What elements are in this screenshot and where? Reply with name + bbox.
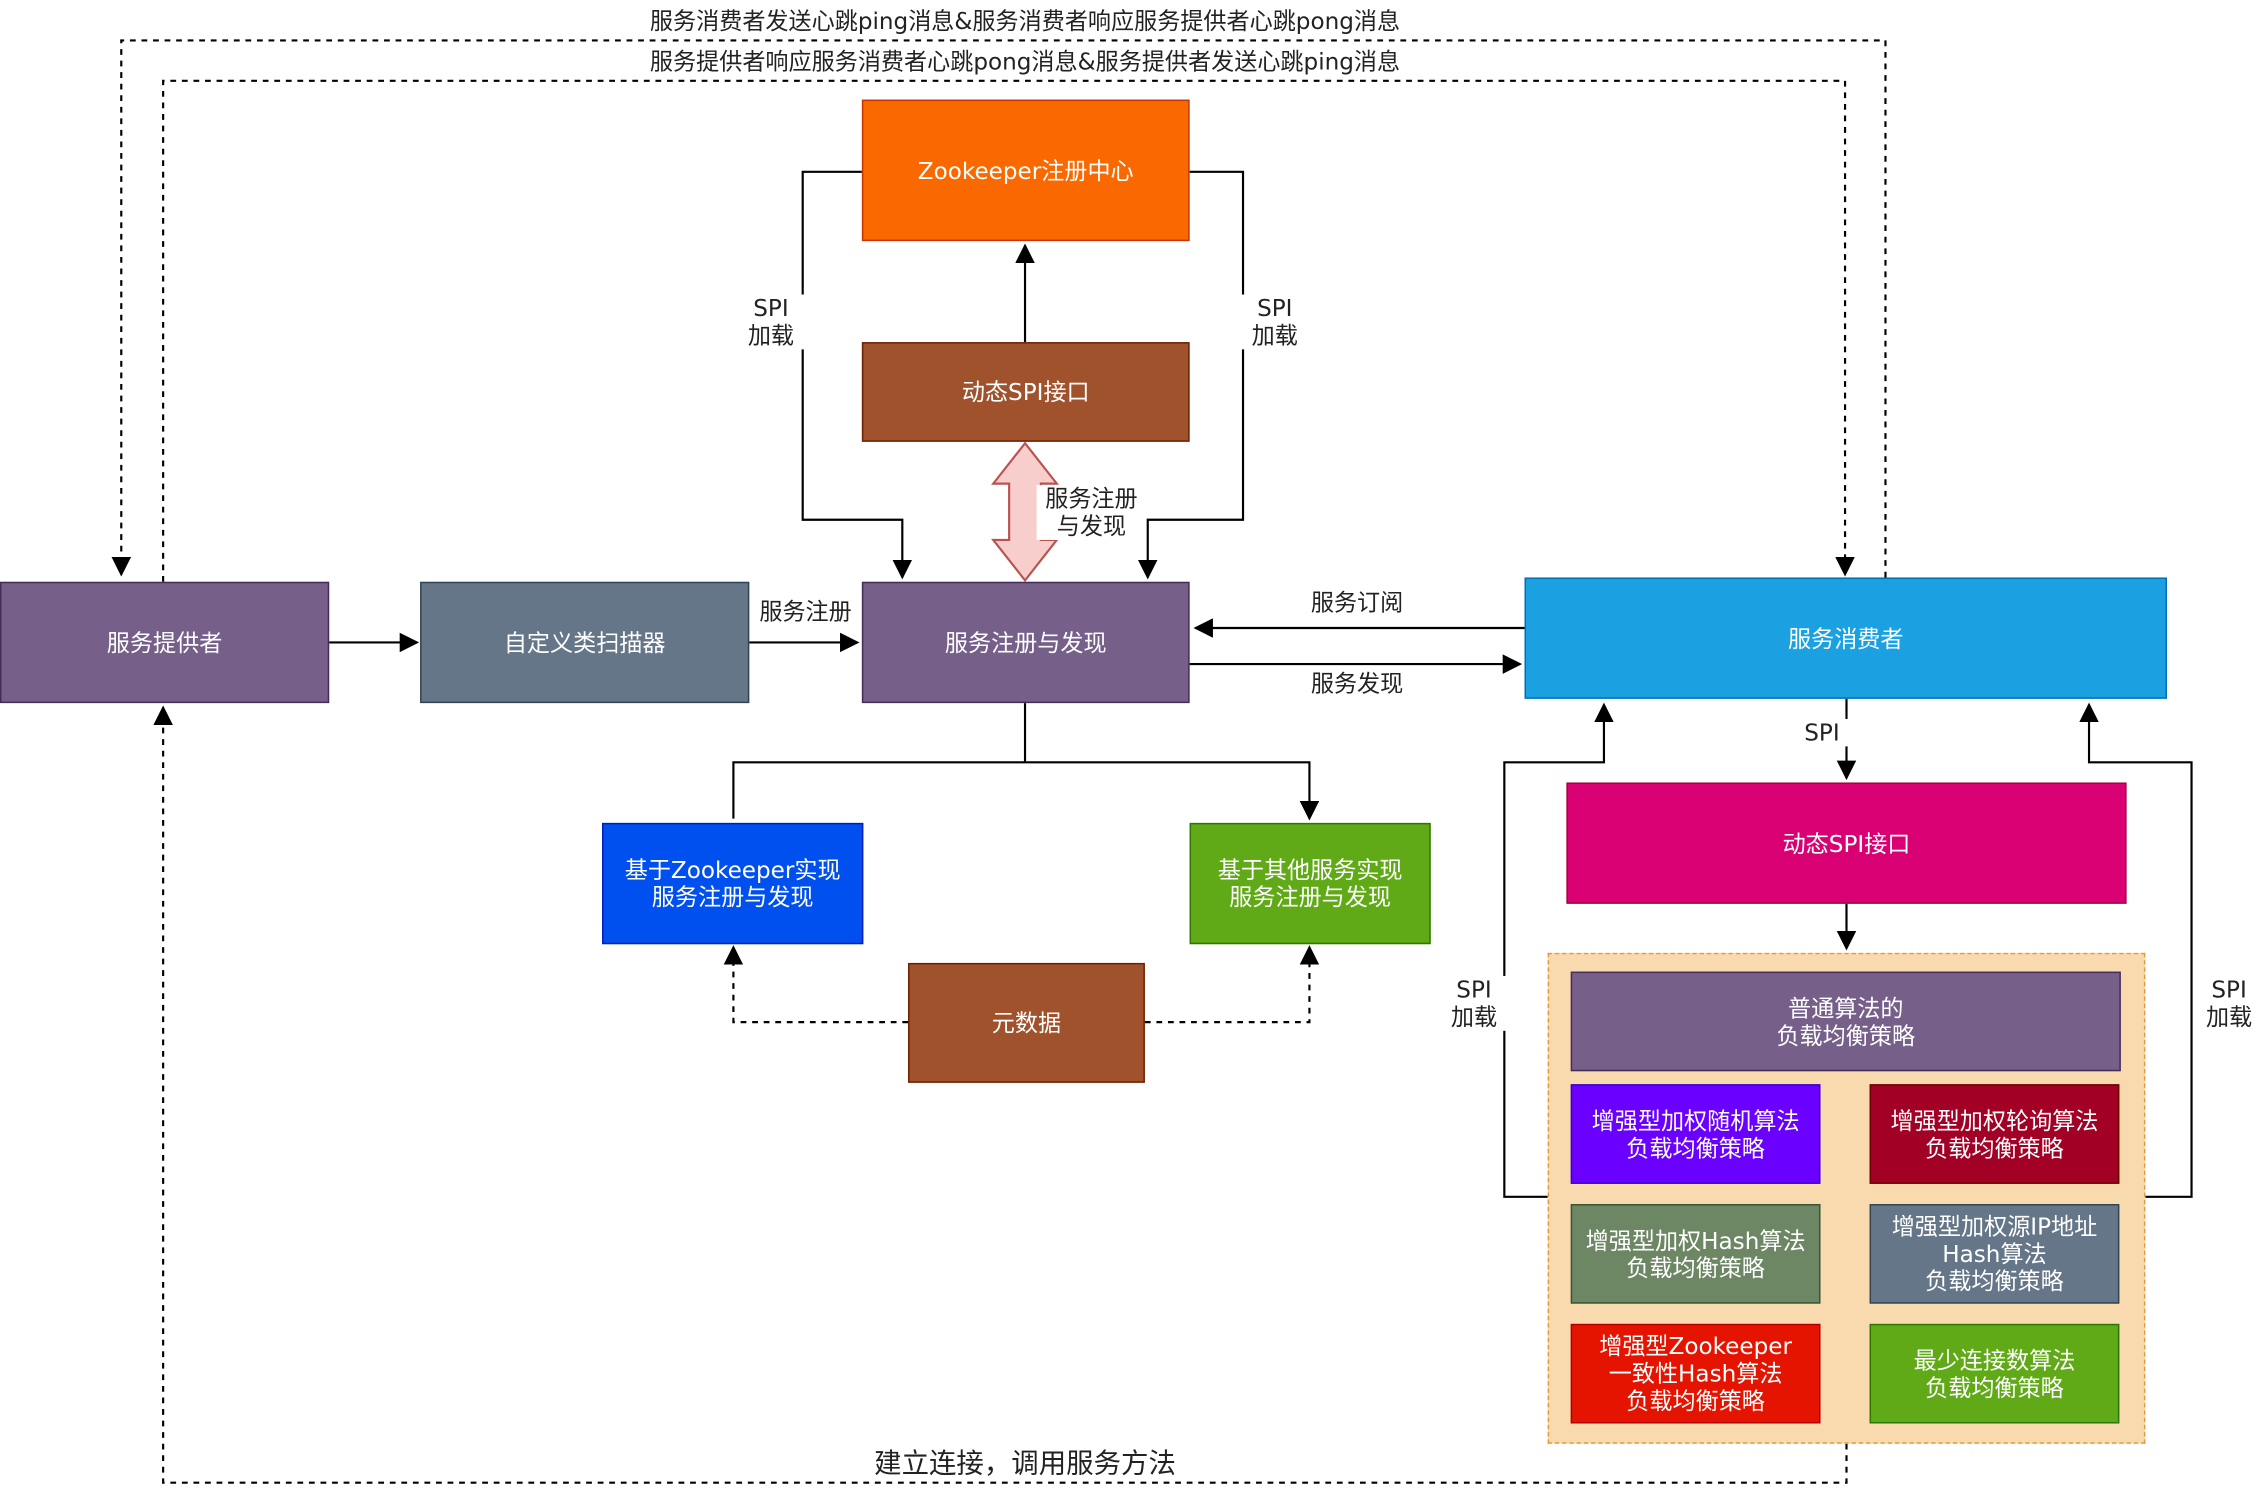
heartbeat-second-label: 服务提供者响应服务消费者心跳pong消息&服务提供者发送心跳ping消息 — [649, 47, 1401, 76]
edge-connect-invoke — [153, 705, 1848, 1484]
edge-metadata-other — [1144, 945, 1320, 1024]
spi-load-consumer-right-label: SPI 加载 — [2194, 975, 2258, 1031]
dynamic-spi-top-node: 动态SPI接口 — [861, 342, 1190, 442]
class-scanner-node: 自定义类扫描器 — [420, 581, 750, 704]
metadata-node: 元数据 — [908, 962, 1145, 1083]
heartbeat-line-inner — [162, 79, 1855, 582]
spi-load-right-label: SPI 加载 — [1237, 294, 1313, 350]
lb-weighted-hash-node: 增强型加权Hash算法 负载均衡策略 — [1570, 1204, 1821, 1304]
edge-spi-left — [801, 170, 913, 580]
service-subscribe-label: 服务订阅 — [1310, 589, 1404, 617]
spi-load-consumer-left-label: SPI 加载 — [1439, 975, 1509, 1031]
lb-weighted-source-ip-node: 增强型加权源IP地址 Hash算法 负载均衡策略 — [1869, 1204, 2120, 1304]
heartbeat-line-outer — [111, 39, 1887, 578]
register-discover-label: 服务注册 与发现 — [1036, 485, 1147, 540]
service-register-label: 服务注册 — [750, 597, 861, 626]
other-impl-node: 基于其他服务实现 服务注册与发现 — [1189, 822, 1431, 945]
service-consumer-node: 服务消费者 — [1524, 577, 2167, 699]
service-provider-node: 服务提供者 — [0, 581, 330, 704]
spi-label: SPI — [1793, 718, 1851, 747]
edge-metadata-zk — [723, 945, 909, 1024]
connect-invoke-label: 建立连接，调用服务方法 — [808, 1448, 1242, 1480]
lb-weighted-random-node: 增强型加权随机算法 负载均衡策略 — [1570, 1084, 1821, 1184]
lb-least-connections-node: 最少连接数算法 负载均衡策略 — [1869, 1323, 2120, 1424]
edge-spi-right — [1137, 170, 1245, 580]
zookeeper-impl-node: 基于Zookeeper实现 服务注册与发现 — [602, 822, 864, 945]
edge-spi-consumer-right — [2079, 702, 2193, 1198]
register-discover-double-arrow — [991, 441, 1060, 583]
edge-spi-consumer-left — [1503, 702, 1614, 1198]
zookeeper-registry-node: Zookeeper注册中心 — [861, 99, 1190, 242]
service-discover-label: 服务发现 — [1310, 669, 1404, 698]
lb-weighted-round-robin-node: 增强型加权轮询算法 负载均衡策略 — [1869, 1084, 2120, 1184]
heartbeat-top-label: 服务消费者发送心跳ping消息&服务消费者响应服务提供者心跳pong消息 — [649, 7, 1401, 35]
service-registry-node: 服务注册与发现 — [861, 581, 1190, 704]
dynamic-spi-consumer-node: 动态SPI接口 — [1566, 782, 2127, 904]
lb-zookeeper-consistent-hash-node: 增强型Zookeeper 一致性Hash算法 负载均衡策略 — [1570, 1323, 1821, 1424]
spi-load-left-label: SPI 加载 — [733, 294, 809, 350]
lb-normal-node: 普通算法的 负载均衡策略 — [1570, 971, 2121, 1072]
edge-registry-impls — [732, 703, 1309, 818]
